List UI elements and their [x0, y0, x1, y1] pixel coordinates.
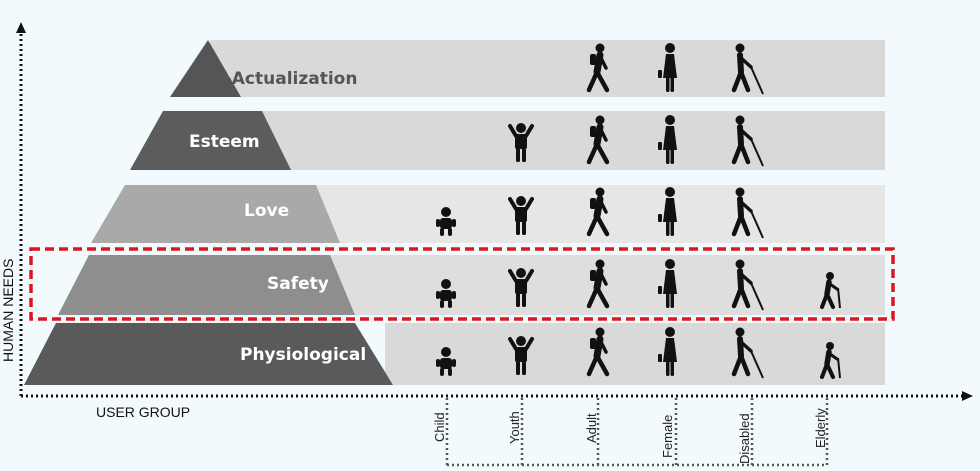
- level-bands: [210, 40, 885, 385]
- level-label-self-actualization: Self-Actualization: [188, 69, 357, 89]
- group-label-female: Female: [660, 415, 675, 458]
- pyramid-level-esteem: [130, 111, 291, 170]
- user-group-labels: Child Youth Adult Female Disabled Elderl…: [432, 408, 828, 464]
- level-label-safety: Safety: [267, 274, 329, 294]
- group-label-adult: Adult: [584, 413, 599, 443]
- pyramid-level-safety: [58, 255, 355, 315]
- level-label-physiological: Physiological: [240, 345, 366, 365]
- pyramid-level-physiological: [24, 323, 393, 385]
- pyramid-level-love: [91, 185, 340, 243]
- level-labels: Self-Actualization Esteem Love Safety Ph…: [188, 69, 366, 365]
- group-label-disabled: Disabled: [737, 413, 752, 464]
- band-self-actualization: [210, 40, 885, 97]
- y-axis-arrow-icon: [16, 22, 26, 33]
- axes: HUMAN NEEDS USER GROUP: [0, 22, 973, 420]
- pyramid: [24, 40, 393, 385]
- x-axis-title: USER GROUP: [96, 404, 190, 420]
- level-label-love: Love: [244, 201, 289, 221]
- pyramid-level-self-actualization: [170, 40, 241, 97]
- x-axis-arrow-icon: [962, 391, 973, 401]
- level-label-esteem: Esteem: [189, 132, 260, 152]
- y-axis-title: HUMAN NEEDS: [0, 259, 16, 362]
- group-label-youth: Youth: [507, 411, 522, 444]
- group-label-child: Child: [432, 412, 447, 442]
- group-label-elderly: Elderly: [813, 408, 828, 448]
- band-physiological: [385, 323, 885, 385]
- safety-highlight-box: [29, 247, 895, 321]
- band-esteem: [262, 111, 885, 170]
- user-group-bracket: [445, 398, 829, 467]
